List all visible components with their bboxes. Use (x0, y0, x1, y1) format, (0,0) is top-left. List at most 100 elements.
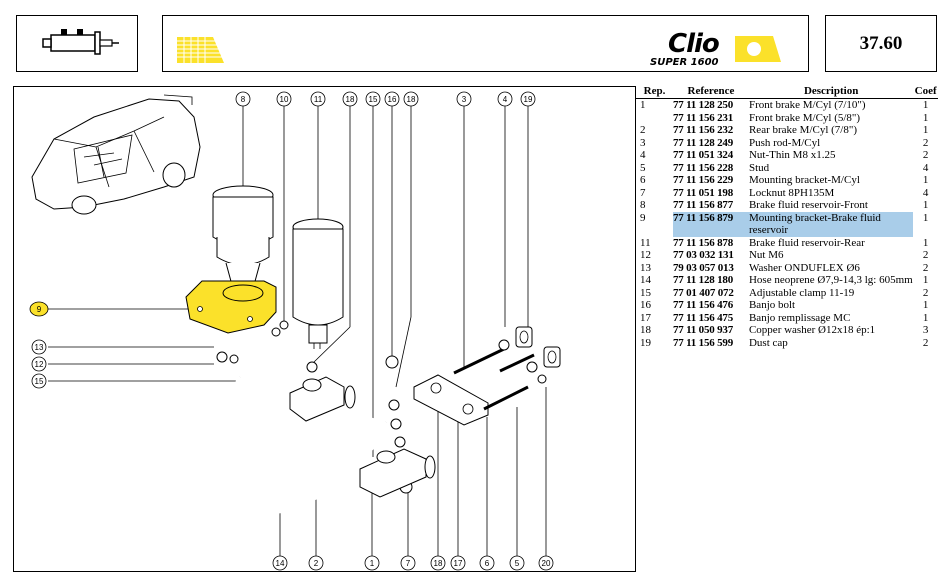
cell-rep (636, 112, 673, 125)
cell-coef: 1 (922, 274, 929, 286)
callout-label: 18 (434, 559, 443, 568)
small-hardware (216, 320, 547, 494)
push-rods (453, 347, 535, 411)
callout-label: 17 (454, 559, 463, 568)
cell-rep: 18 (640, 324, 651, 336)
callout-label: 1 (370, 559, 375, 568)
cell-reference: 77 11 128 180 (672, 274, 734, 286)
master-cylinder-icon (42, 29, 119, 55)
cell-reference: 77 11 128 250 (672, 99, 734, 111)
callout-label: 5 (515, 559, 520, 568)
col-header-desc: Description (748, 84, 914, 99)
cell-reference: 77 11 156 879 (672, 211, 749, 237)
hose (227, 376, 389, 515)
cell-coef: 1 (922, 199, 929, 211)
table-row[interactable]: 1 77 11 128 250 Front brake M/Cyl (7/10") 1 (636, 99, 938, 112)
cell-rep: 14 (640, 274, 651, 286)
callout-label: 15 (369, 95, 378, 104)
cell-reference: 77 11 156 231 (672, 111, 734, 124)
cell-rep: 3 (640, 136, 646, 149)
cell-reference: 77 11 156 229 (672, 174, 734, 186)
cell-rep: 9 (640, 211, 646, 224)
callout-label: 14 (276, 559, 285, 568)
cell-reference: 77 11 156 878 (672, 236, 734, 249)
cell-rep: 1 (640, 99, 646, 111)
callout-label: 13 (35, 343, 44, 352)
cell-description: Banjo bolt (748, 299, 796, 311)
cell-rep: 13 (640, 261, 651, 274)
callout-label: 4 (503, 95, 508, 104)
callouts-bottom: 14 2 1 7 18 17 6 5 20 (272, 555, 554, 571)
callout-label: 2 (314, 559, 319, 568)
cell-description: Stud (748, 161, 770, 174)
callout-label: 19 (524, 95, 533, 104)
cell-coef: 1 (922, 211, 929, 224)
cell-rep: 11 (640, 236, 651, 249)
callouts-left: 9 13 12 15 (29, 301, 49, 389)
cell-reference: 77 03 032 131 (672, 249, 734, 261)
cell-description: Nut M6 (748, 249, 784, 261)
callout-label: 18 (346, 95, 355, 104)
cell-rep: 12 (640, 249, 651, 261)
brand-banner: Clio SUPER 1600 (177, 29, 781, 68)
cell-reference: 77 11 156 599 (672, 336, 734, 349)
clio-logo: Clio SUPER 1600 (650, 29, 781, 68)
cell-description: Front brake M/Cyl (7/10") (748, 99, 866, 111)
reservoir-bracket (185, 280, 277, 334)
cell-coef: 1 (922, 111, 929, 124)
dust-caps (498, 326, 561, 373)
cell-description: Push rod-M/Cyl (748, 136, 821, 149)
cell-reference: 77 11 156 475 (672, 311, 734, 324)
exploded-diagram: .ln { stroke:#000; stroke-width:0.8; fil… (13, 86, 636, 572)
col-header-coef: Coef (913, 84, 938, 99)
cell-coef: 1 (922, 99, 929, 111)
col-header-rep: Rep. (636, 84, 673, 99)
callout-label: 9 (37, 305, 42, 314)
callout-circle (235, 91, 251, 107)
callout-label: 16 (388, 95, 397, 104)
rear-reservoir (292, 218, 344, 349)
cell-rep: 5 (640, 161, 646, 174)
cell-rep: 7 (640, 186, 646, 199)
cell-description: Mounting bracket-M/Cyl (748, 174, 860, 186)
cell-reference: 77 11 050 937 (672, 324, 734, 336)
cell-reference: 77 11 156 476 (672, 299, 734, 311)
cell-coef: 1 (922, 124, 929, 136)
cell-description: Copper washer Ø12x18 ép:1 (748, 324, 876, 336)
cell-reference: 77 01 407 072 (672, 286, 734, 299)
master-cylinders (289, 376, 436, 498)
cell-rep: 8 (640, 199, 646, 211)
cell-coef: 2 (922, 136, 929, 149)
brand-subtitle: SUPER 1600 (650, 57, 719, 68)
page-number: 37.60 (859, 32, 903, 54)
diagram-canvas: .ln { stroke:#000; stroke-width:0.8; fil… (29, 91, 561, 571)
cell-description: Washer ONDUFLEX Ø6 (748, 261, 860, 274)
cell-description: Adjustable clamp 11-19 (748, 286, 855, 299)
cell-coef: 1 (922, 174, 929, 186)
callout-label: 3 (462, 95, 467, 104)
callout-label: 6 (485, 559, 490, 568)
callout-label: 15 (35, 377, 44, 386)
callout-label: 7 (406, 559, 411, 568)
cell-description: Mounting bracket-Brake fluid reservoir (748, 211, 914, 237)
callout-label: 18 (407, 95, 416, 104)
table-row[interactable]: 18 77 11 050 937 Copper washer Ø12x18 ép:1… (636, 324, 938, 337)
